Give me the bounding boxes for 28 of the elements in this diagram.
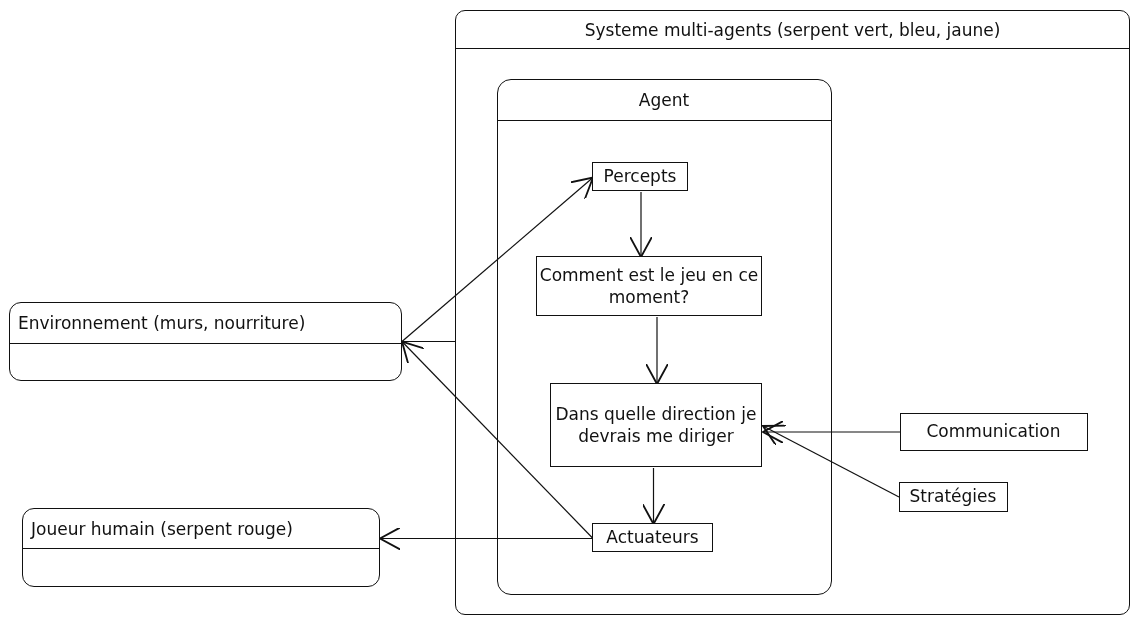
process-box [899,412,1088,451]
process-box [536,256,762,316]
header-label: Joueur humain (serpent rouge) [31,518,293,539]
box-label: Communication [926,420,1061,443]
box-label: Dans quelle direction je devrais me diriger [554,402,758,448]
arrow [629,191,653,258]
box-label: Percepts [603,165,677,188]
process-box [592,162,688,191]
process-box [550,383,762,467]
arrow [762,420,901,444]
arrow [645,316,669,385]
process-box [898,481,1008,512]
container-box [496,78,832,595]
container-box [455,10,1130,615]
box-label: Comment est le jeu en ce moment? [539,263,759,309]
box-label: Actuateurs [606,526,699,549]
box-label: Stratégies [909,485,997,508]
arrow [401,176,594,343]
class-box [22,508,380,587]
arrow [762,424,900,498]
header-label: Systeme multi-agents (serpent vert, bleu, jaune) [584,19,1001,40]
header-label: Agent [638,89,690,110]
class-box [9,302,402,381]
arrow [401,340,594,540]
arrow [379,526,594,551]
header-label: Environnement (murs, nourriture) [18,313,306,333]
process-box [592,523,713,552]
arrow [641,467,666,525]
